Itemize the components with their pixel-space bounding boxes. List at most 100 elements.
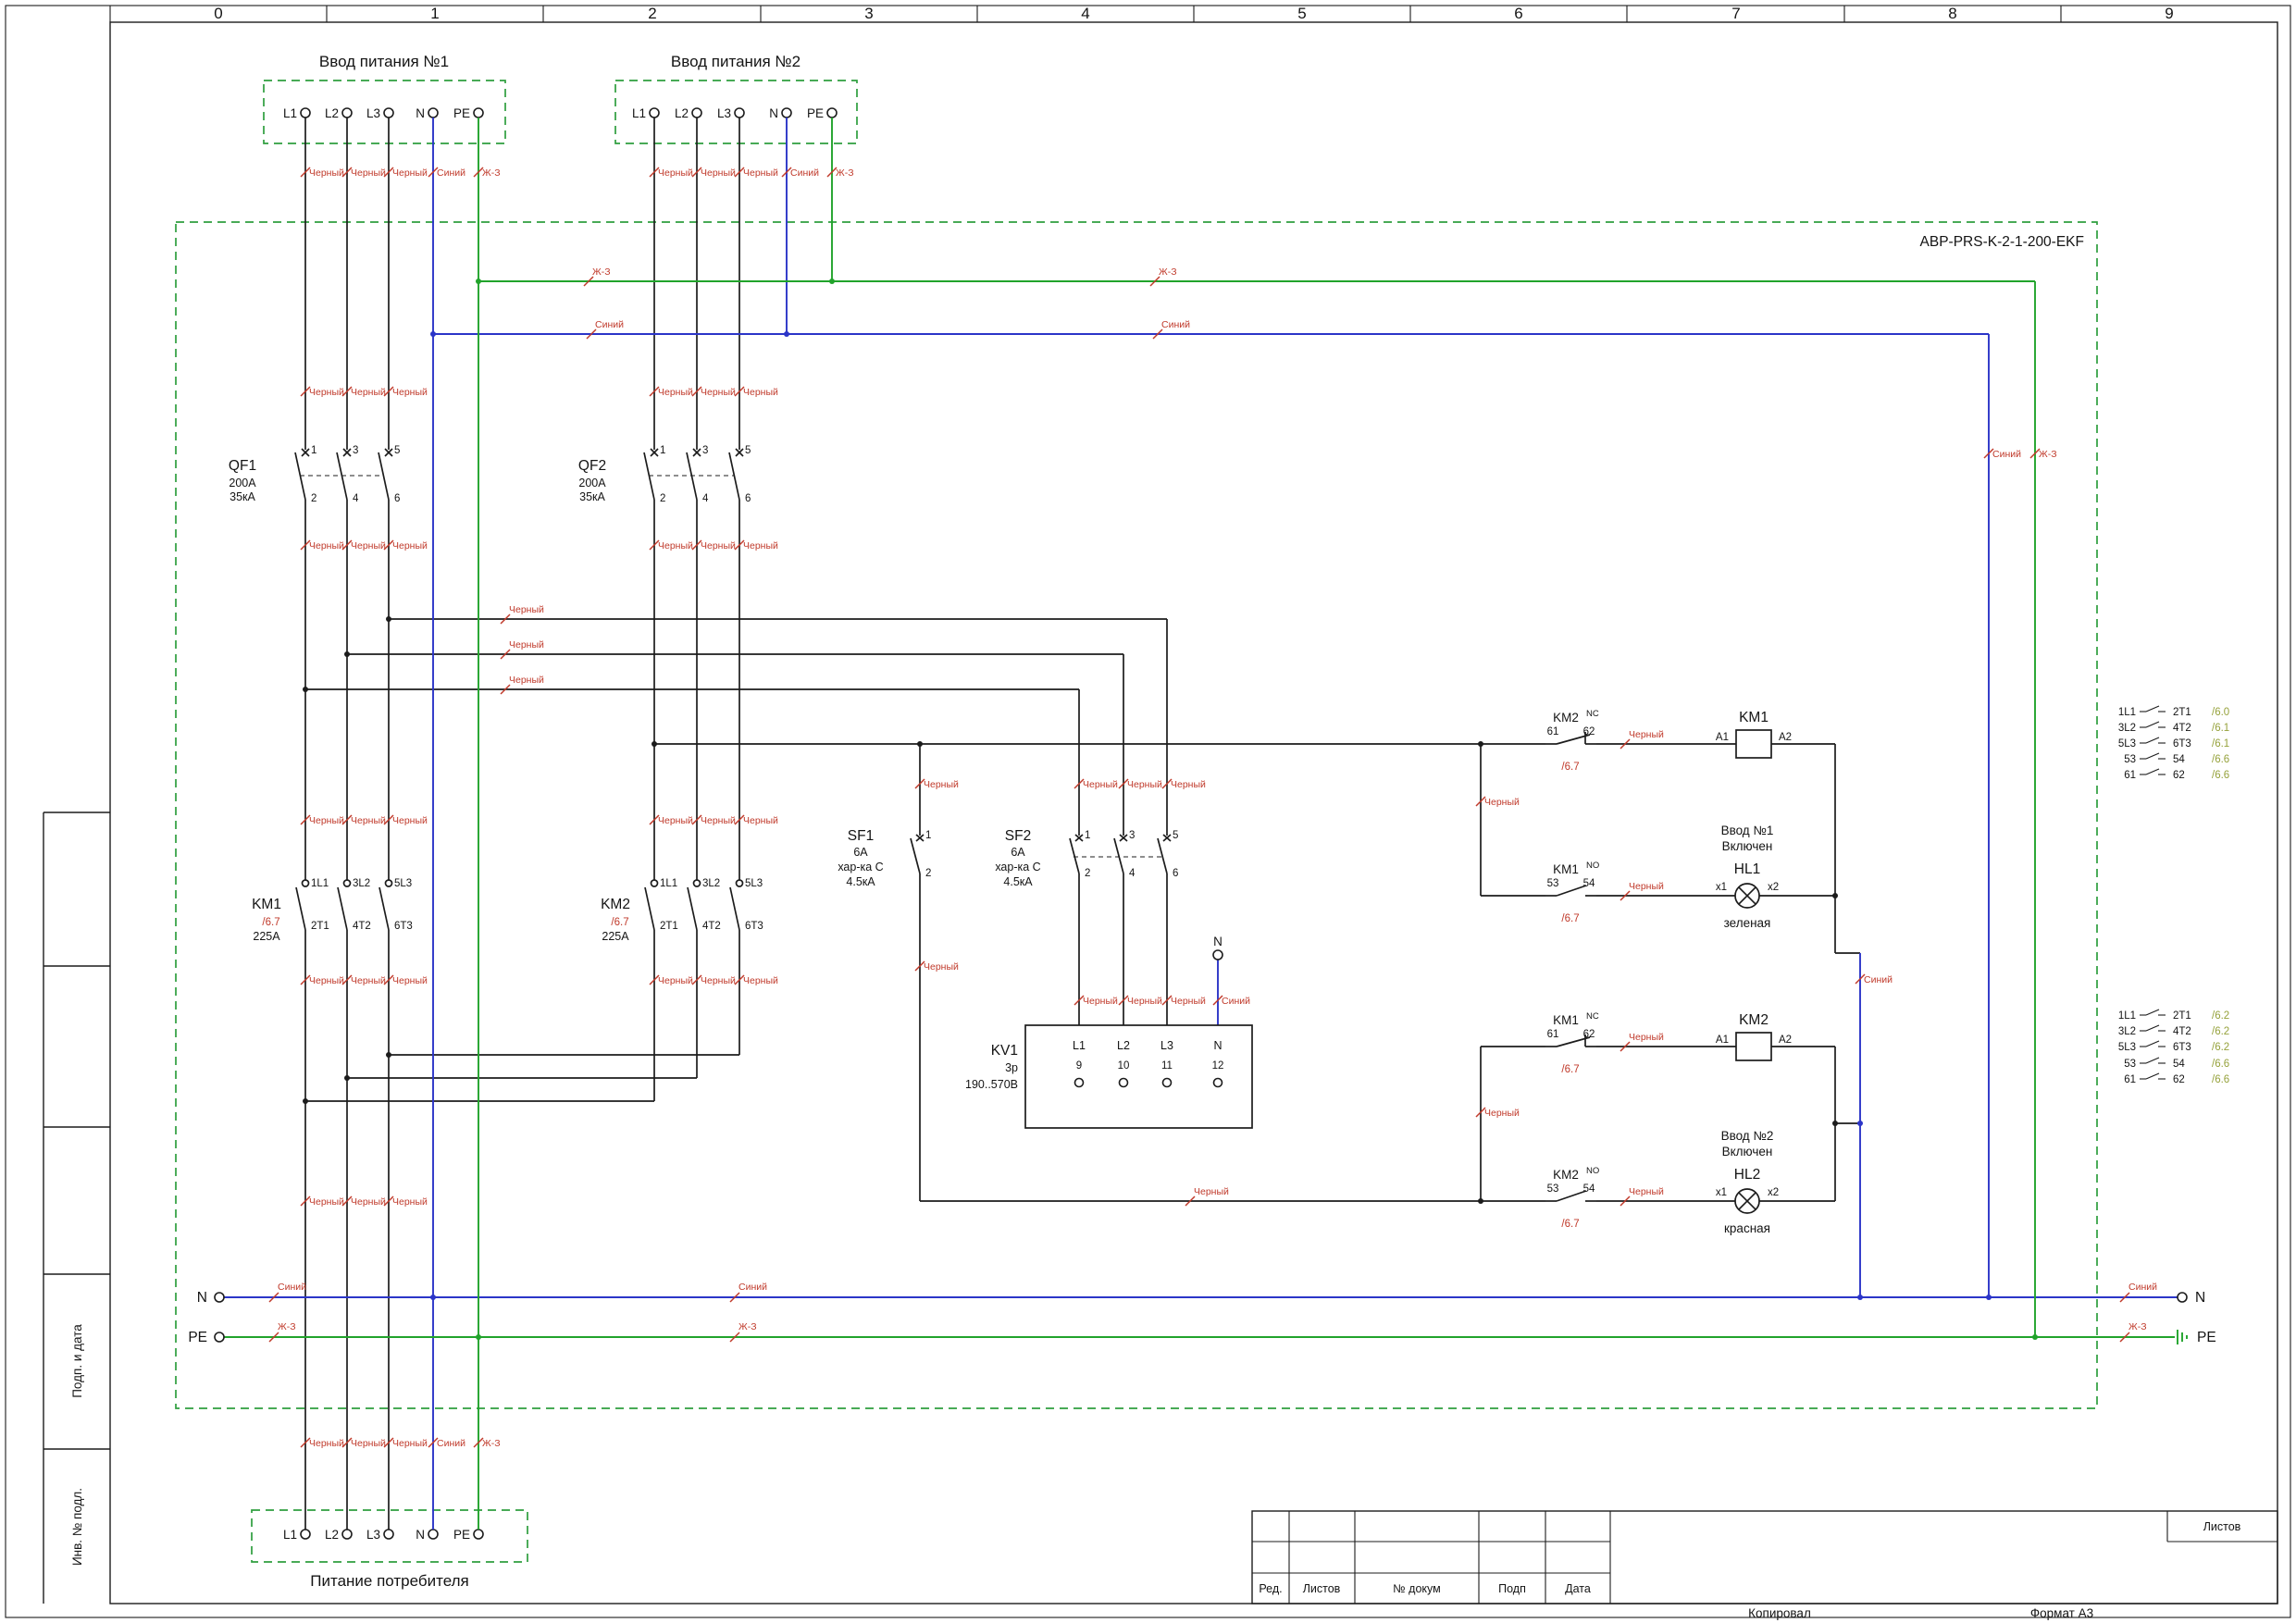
wire-color-label: Черный — [1083, 779, 1118, 790]
wire-color-label: Черный — [309, 167, 344, 179]
ref-terminal: 53 — [2124, 754, 2136, 765]
sheet-ref: /6.0 — [2212, 707, 2229, 718]
terminal-label: L3 — [366, 1528, 380, 1542]
pole-number: 4 — [1129, 868, 1136, 879]
wire-color-label: Черный — [1171, 996, 1206, 1007]
terminal-label: PE — [453, 106, 470, 120]
wire-color-label: Черный — [351, 387, 386, 398]
relay-terminal-letter: L2 — [1117, 1039, 1130, 1052]
rating-label: хар-ка С — [838, 861, 883, 873]
ref-terminal: 62 — [2173, 1074, 2185, 1085]
wire-color-label: Черный — [658, 815, 693, 826]
neutral-wiring-blue — [224, 118, 2178, 1530]
pole-number: 2 — [1085, 868, 1090, 879]
input2-title: Ввод питания №2 — [671, 53, 800, 70]
ref-terminal: 1L1 — [2118, 1010, 2136, 1022]
wire-color-label: Синий — [278, 1282, 306, 1293]
wire-color-label: Черный — [743, 975, 778, 986]
lamp-caption: Включен — [1722, 839, 1773, 853]
wire-color-label: Черный — [392, 167, 428, 179]
pole-terminal: 4T2 — [702, 921, 721, 932]
terminal-label: L1 — [632, 106, 646, 120]
pole-number: 5 — [394, 445, 400, 456]
wire-color-label: Черный — [309, 387, 344, 398]
terminal-label: N — [416, 106, 425, 120]
relay-terminal-letter: L3 — [1160, 1039, 1173, 1052]
component-name: QF1 — [229, 458, 256, 474]
ruler-number: 5 — [1297, 5, 1306, 22]
terminal-label: L2 — [325, 1528, 339, 1542]
ref-terminal: 61 — [2124, 1074, 2136, 1085]
ref-terminal: 54 — [2173, 1059, 2185, 1070]
component-name: SF1 — [848, 828, 874, 844]
contact-terminal-number: 53 — [1547, 878, 1559, 889]
format-label: Формат А3 — [2030, 1606, 2093, 1620]
ruler-number: 2 — [648, 5, 656, 22]
pole-number: 4 — [353, 493, 359, 504]
input1-title: Ввод питания №1 — [319, 53, 449, 70]
contact-type: NO — [1586, 1166, 1599, 1176]
pole-number: 4 — [702, 493, 709, 504]
wire-color-label: Черный — [392, 1196, 428, 1208]
wire-color-label: Синий — [437, 167, 465, 179]
sheet-ref: /6.6 — [2212, 754, 2229, 765]
wire-color-label: Ж-З — [592, 266, 611, 278]
wire-color-label: Черный — [309, 540, 344, 551]
rating-label: 4.5кА — [1003, 875, 1033, 888]
relay-terminal-letter: L1 — [1073, 1039, 1086, 1052]
wire-color-label: Ж-З — [2039, 449, 2057, 460]
wire-color-label: Черный — [1171, 779, 1206, 790]
lamp-terminal: x1 — [1716, 1187, 1727, 1198]
coil-terminal: A1 — [1716, 732, 1729, 743]
sheet-ref: /6.7 — [1561, 913, 1579, 924]
contact-terminal-number: 62 — [1583, 726, 1595, 737]
sheet-ref: /6.6 — [2212, 1074, 2229, 1085]
sheet-ref: /6.7 — [1561, 1219, 1579, 1230]
sheet-ref: /6.2 — [2212, 1042, 2229, 1053]
terminal-label: L3 — [366, 106, 380, 120]
pole-number: 6 — [1173, 868, 1178, 879]
ref-terminal: 1L1 — [2118, 707, 2136, 718]
terminal-label: L2 — [675, 106, 689, 120]
pole-number: 6 — [745, 493, 751, 504]
ruler-number: 1 — [430, 5, 439, 22]
pe-rail-label-right: PE — [2197, 1330, 2216, 1345]
wire-color-label: Черный — [1484, 1108, 1520, 1119]
coil-terminal: A1 — [1716, 1035, 1729, 1046]
wire-color-label: Черный — [701, 540, 736, 551]
wire-color-label: Черный — [351, 167, 386, 179]
terminal-label: N — [416, 1528, 425, 1542]
rating-label: 200А — [229, 477, 256, 489]
sf1-breaker: SF1 6А хар-ка С 4.5кА 1 2 — [838, 826, 931, 888]
n-rail-label-right: N — [2195, 1290, 2205, 1306]
lamp-terminal: x2 — [1768, 882, 1779, 893]
terminal-label: N — [769, 106, 778, 120]
pole-terminal: 1L1 — [311, 878, 329, 889]
pole-terminal: 3L2 — [353, 878, 370, 889]
wire-color-label: Черный — [743, 815, 778, 826]
pole-terminal: 6T3 — [394, 921, 413, 932]
kopiroval-label: Копировал — [1748, 1606, 1811, 1620]
wire-color-label: Черный — [351, 1438, 386, 1449]
column-ruler: 0 1 2 3 4 5 6 7 8 9 — [109, 5, 2174, 22]
pole-number: 1 — [925, 830, 931, 841]
km1-contactor: KM1 /6.7 225А 1L1 3L2 5L3 2T1 4T2 6T3 — [252, 873, 413, 943]
contact-type: NO — [1586, 861, 1599, 871]
relay-terminal-number: 12 — [1212, 1060, 1224, 1072]
component-name: SF2 — [1005, 828, 1031, 844]
lamp-caption: Включен — [1722, 1145, 1773, 1158]
wire-color-label: Черный — [309, 1196, 344, 1208]
ref-terminal: 4T2 — [2173, 1026, 2191, 1037]
contact-name: KM2 — [1553, 1168, 1579, 1182]
relay-terminal-letter: N — [1213, 1039, 1222, 1052]
control-circuit: KM2 NC 61 62 /6.7 KM1 A1 A2 KM1 NO 53 54… — [1545, 709, 1792, 1235]
wire-color-label: Черный — [1127, 779, 1162, 790]
wire-color-label: Черный — [1484, 797, 1520, 808]
component-name: KM1 — [252, 897, 281, 912]
wire-color-label: Синий — [1161, 319, 1190, 330]
lamp-caption: Ввод №2 — [1721, 1129, 1774, 1143]
km2-contactor: KM2 /6.7 225А 1L1 3L2 5L3 2T1 4T2 6T3 — [601, 873, 763, 943]
wire-color-label: Черный — [351, 540, 386, 551]
